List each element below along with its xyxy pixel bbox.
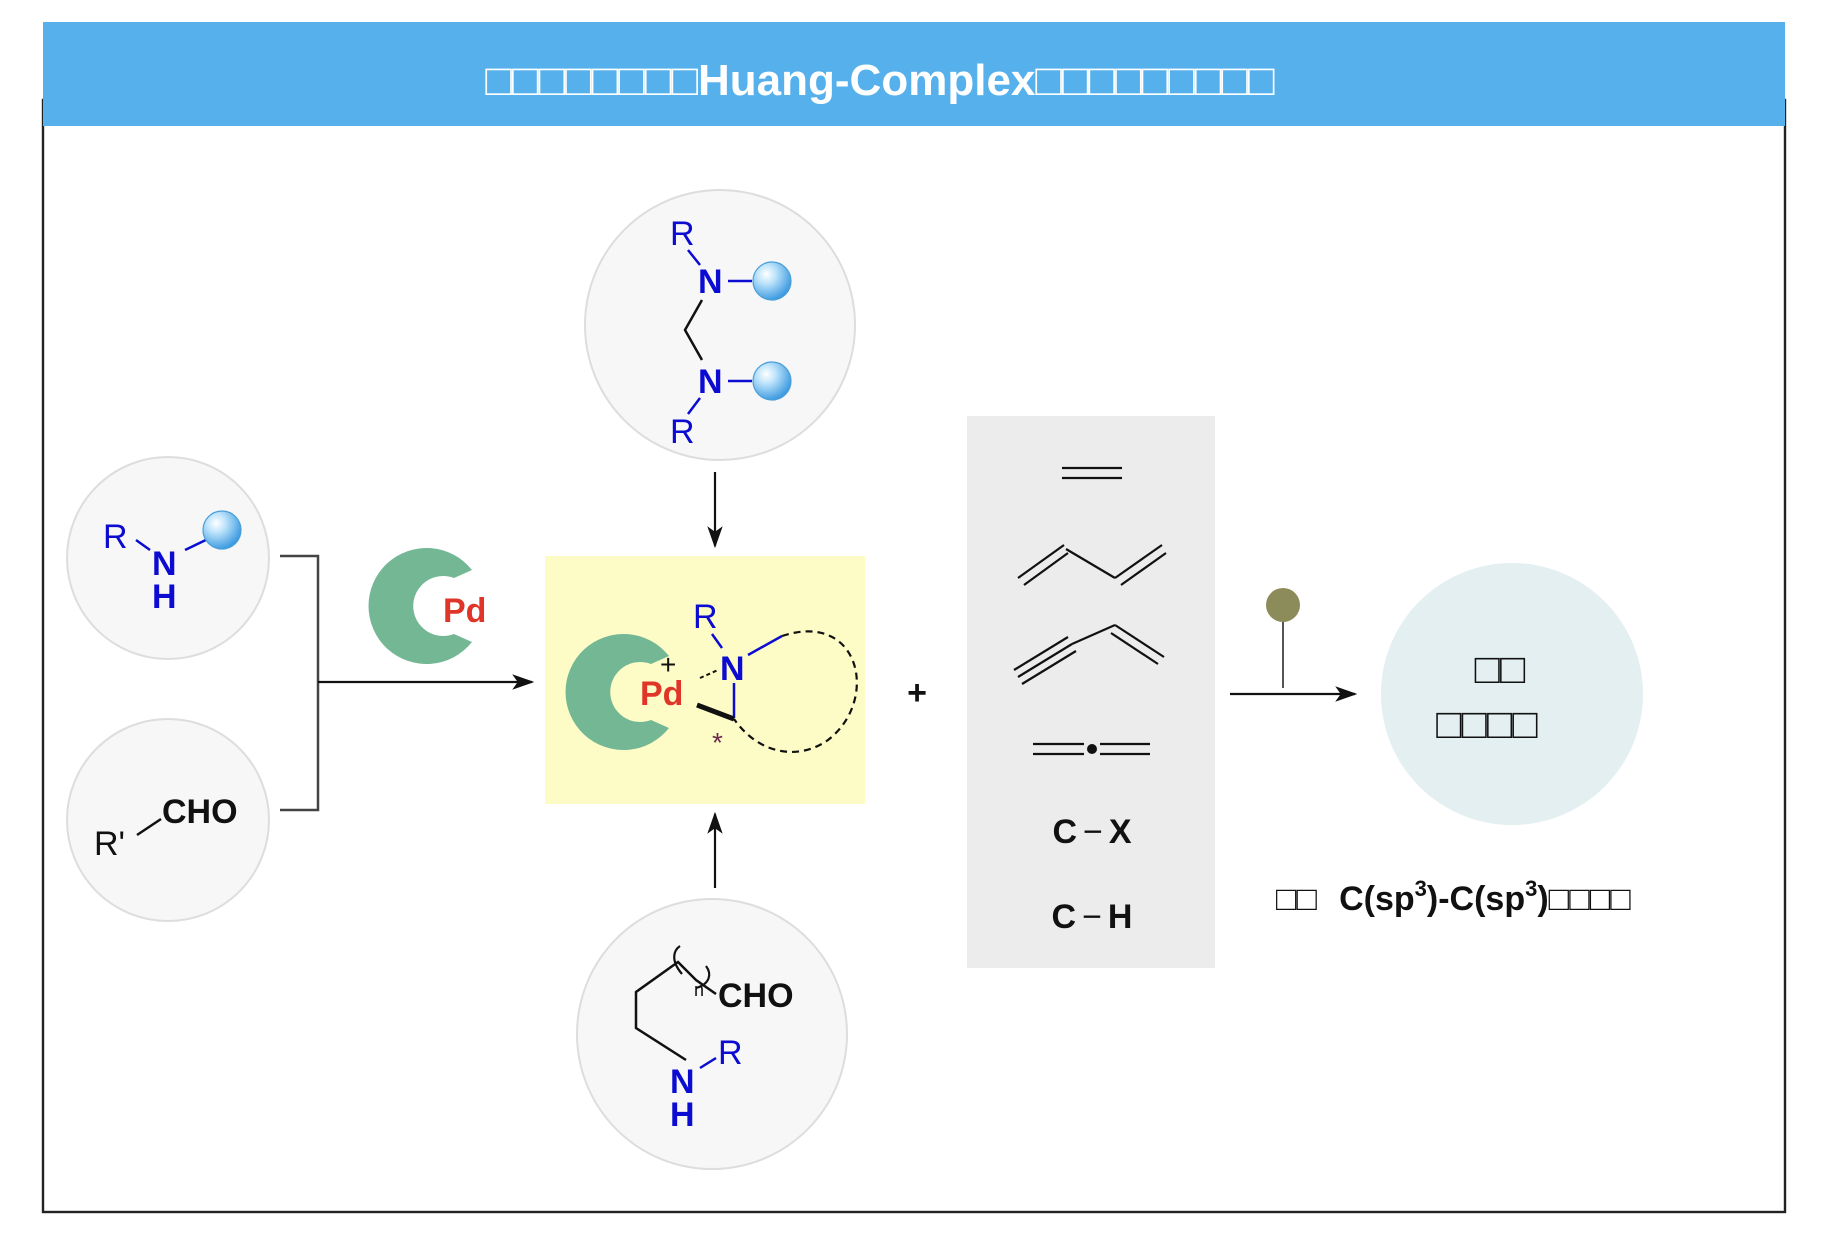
aminoaldehyde-n-subscript: n: [694, 980, 704, 1000]
aldehyde-cho-label: CHO: [162, 793, 238, 831]
complex-pd-label: Pd: [640, 675, 683, 713]
reagent-pin-icon: [1266, 588, 1300, 622]
complex-r-label: R: [693, 598, 718, 636]
product-circle: [1381, 563, 1643, 825]
header-title: □□□□□□□□Huang-Complex□□□□□□□□□: [485, 56, 1275, 105]
butadiene-structure: [1017, 544, 1167, 586]
aminoaldehyde-n-label: N: [670, 1063, 695, 1101]
amine-bond-r: [135, 538, 151, 552]
blue-sphere-icon: [752, 361, 792, 401]
complex-pd-carbon-bond: [696, 702, 735, 722]
aminal-r-bottom: R: [670, 413, 695, 451]
catalyst-pd-label: Pd: [443, 592, 486, 630]
complex-dashed-ring: [733, 630, 858, 753]
aminal-r-top: R: [670, 215, 695, 253]
aminoaldehyde-bubble: [576, 898, 848, 1170]
amine-h-label: H: [152, 578, 177, 616]
enyne-structure: [1013, 623, 1165, 685]
header-bar: [43, 22, 1785, 126]
aldehyde-bond: [136, 817, 162, 837]
amine-r-label: R: [103, 518, 128, 556]
ethylene-structure: [1062, 466, 1122, 480]
allene-structure: [1033, 742, 1150, 756]
aminoaldehyde-cho-label: CHO: [718, 977, 794, 1015]
aminal-bond-r-bottom: [687, 397, 701, 415]
product-line2: □□□□: [1436, 700, 1538, 747]
aminoaldehyde-bond-r: [699, 1056, 717, 1070]
blue-sphere-icon: [752, 261, 792, 301]
bond-caption: □□C(sp3)-C(sp3)□□□□: [1276, 876, 1631, 918]
reagent-c-x: C−X: [1052, 813, 1131, 851]
aminoaldehyde-chain: [634, 960, 717, 1062]
blue-sphere-icon: [202, 510, 242, 550]
aminal-n-bottom: N: [698, 363, 723, 401]
aminal-n-top: N: [698, 263, 723, 301]
reagent-box: [967, 416, 1215, 968]
allene-center-dot: [1087, 744, 1097, 754]
plus-sign: +: [907, 674, 927, 712]
complex-plus-charge: +: [660, 649, 676, 680]
aminoaldehyde-h-label: H: [670, 1096, 695, 1134]
complex-n-label: N: [720, 650, 745, 688]
aminoaldehyde-r-label: R: [718, 1034, 743, 1072]
product-line1: □□: [1475, 645, 1526, 692]
aldehyde-r-label: R': [94, 825, 125, 863]
complex-bond-r-n: [710, 633, 724, 649]
amine-bubble: [66, 456, 270, 660]
aldehyde-bubble: [66, 718, 270, 922]
aminal-bubble: [584, 189, 856, 461]
aminoaldehyde-n-bracket: [673, 945, 711, 990]
reagent-c-h: C−H: [1052, 898, 1133, 936]
amine-n-label: N: [152, 545, 177, 583]
complex-stereo-star: *: [712, 727, 723, 758]
aminal-bond-r-top: [687, 249, 701, 266]
aminal-methylene: [683, 299, 704, 361]
complex-n-methyl: [747, 634, 783, 657]
complex-pd-n-dative: [699, 669, 719, 679]
